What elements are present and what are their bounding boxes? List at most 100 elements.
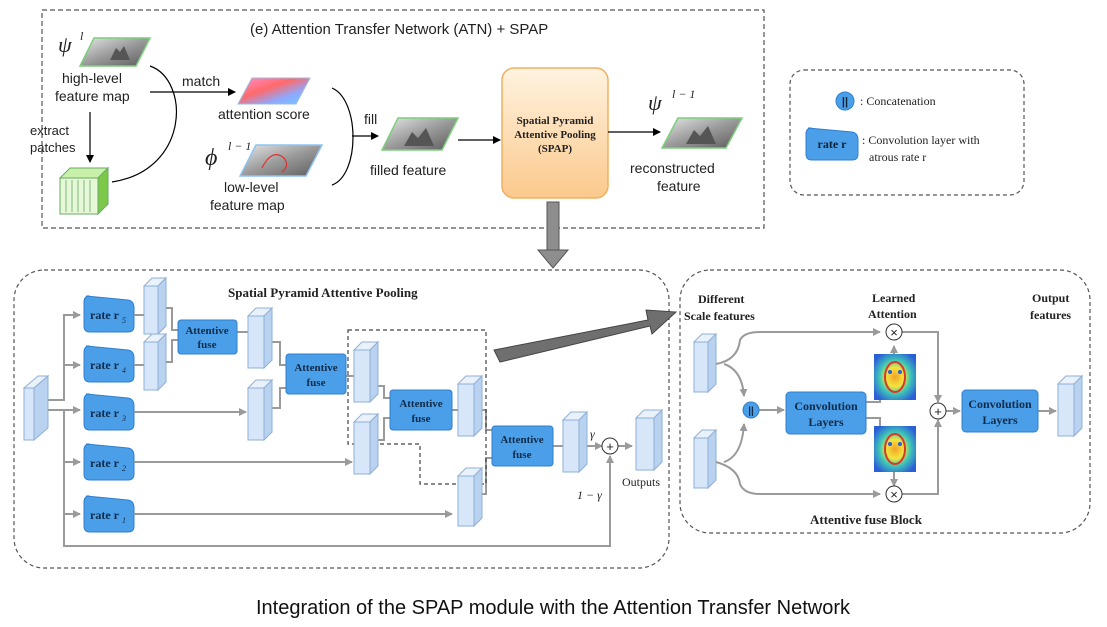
spap-module-box[interactable] bbox=[501, 67, 609, 199]
extract-label-2: patches bbox=[30, 140, 76, 155]
attentive-fuse-4[interactable]: Attentive fuse bbox=[491, 425, 554, 467]
attention-heatmap-bottom bbox=[874, 426, 916, 472]
attention-heatmap-top bbox=[874, 354, 916, 400]
fuse-block-title: Attentive fuse Block bbox=[810, 512, 923, 527]
low-level-feature-image bbox=[238, 144, 324, 177]
bracket-curve bbox=[111, 65, 177, 183]
conv1-line2: Layers bbox=[808, 415, 844, 429]
reconstructed-label-1: reconstructed bbox=[630, 160, 715, 176]
fuse-add-node bbox=[929, 402, 947, 420]
conv2-line2: Layers bbox=[982, 413, 1018, 427]
legend-concat-symbol: || bbox=[842, 96, 848, 108]
legend-rate-label: rate r bbox=[818, 137, 848, 151]
rate-box-r2[interactable]: rate r 2 bbox=[83, 443, 135, 481]
fuse-block-panel bbox=[679, 269, 1091, 534]
feature-r4 bbox=[142, 332, 168, 392]
rate-box-r5[interactable]: rate r 5 bbox=[83, 295, 135, 333]
fuse-conv-layers-1[interactable]: Convolution Layers bbox=[785, 391, 867, 435]
attention-score-image bbox=[237, 77, 311, 105]
fuse-conv-layers-2[interactable]: Convolution Layers bbox=[961, 389, 1039, 433]
spap-input-feature bbox=[22, 374, 50, 442]
fuse4-line1: Attentive bbox=[500, 434, 543, 446]
sum-node bbox=[601, 437, 619, 455]
different-label-1: Different bbox=[698, 292, 744, 306]
fuse-highlight-region bbox=[347, 329, 487, 485]
spap-expand-arrow bbox=[536, 201, 570, 269]
feature-fuse2-out bbox=[352, 340, 380, 404]
filled-feature-label: filled feature bbox=[370, 162, 446, 178]
rate-r3-label: rate r bbox=[90, 406, 120, 420]
high-level-label-1: high-level bbox=[62, 70, 122, 86]
rate-r3-sub: 3 bbox=[121, 414, 126, 423]
feature-fuse1-out bbox=[246, 306, 274, 370]
legend-concat-icon bbox=[835, 91, 855, 111]
multiply-node-top bbox=[885, 323, 903, 341]
fuse-input-feature-bottom bbox=[692, 428, 718, 490]
attentive-fuse-1[interactable]: Attentive fuse bbox=[177, 319, 238, 355]
fuse-output-feature bbox=[1056, 374, 1084, 438]
rate-r4-label: rate r bbox=[90, 358, 120, 372]
high-level-feature-image bbox=[78, 37, 152, 67]
psi-l-superscript: l bbox=[80, 29, 84, 43]
patches-block bbox=[58, 166, 110, 216]
feature-r3 bbox=[246, 378, 274, 442]
reconstructed-label-2: feature bbox=[657, 178, 701, 194]
output-features-label-1: Output bbox=[1032, 291, 1069, 305]
rate-box-r4[interactable]: rate r 4 bbox=[83, 345, 135, 383]
low-level-label-2: feature map bbox=[210, 197, 285, 213]
attention-score-label: attention score bbox=[218, 106, 310, 122]
multiply-node-bottom bbox=[885, 485, 903, 503]
feature-r5 bbox=[142, 276, 168, 336]
fuse2-line1: Attentive bbox=[294, 362, 337, 374]
output-features-label-2: features bbox=[1030, 308, 1071, 322]
psi-l-symbol: ψ bbox=[58, 32, 72, 57]
rate-r1-label: rate r bbox=[90, 508, 120, 522]
psi-out-superscript: l − 1 bbox=[672, 87, 695, 101]
outputs-label: Outputs bbox=[622, 475, 660, 489]
rate-box-r1[interactable]: rate r 1 bbox=[83, 495, 135, 533]
one-minus-gamma-label: 1 − γ bbox=[577, 488, 602, 502]
rate-r4-sub: 4 bbox=[122, 366, 126, 375]
attentive-fuse-2[interactable]: Attentive fuse bbox=[285, 353, 347, 395]
conv1-line1: Convolution bbox=[794, 399, 858, 413]
spap-box-line2: Attentive Pooling bbox=[514, 129, 596, 141]
rate-box-r3[interactable]: rate r 3 bbox=[83, 393, 135, 431]
rate-r1-sub: 1 bbox=[122, 516, 126, 525]
legend-panel bbox=[789, 69, 1025, 196]
spap-panel-title: Spatial Pyramid Attentive Pooling bbox=[228, 285, 418, 300]
spap-output-feature bbox=[634, 408, 664, 472]
sum-symbol: + bbox=[606, 439, 614, 454]
multiply-top-symbol: × bbox=[890, 325, 898, 340]
fill-curve bbox=[331, 87, 354, 186]
spap-panel bbox=[13, 269, 670, 569]
legend-rate-icon bbox=[805, 127, 859, 161]
spap-branch-lines bbox=[48, 311, 614, 547]
fuse3-line1: Attentive bbox=[399, 398, 442, 410]
filled-feature-image bbox=[380, 117, 460, 151]
feature-r2 bbox=[352, 412, 380, 476]
extract-label-1: extract bbox=[30, 123, 69, 138]
learned-label-2: Attention bbox=[868, 307, 917, 321]
low-level-label-1: low-level bbox=[224, 179, 278, 195]
rate-r5-label: rate r bbox=[90, 308, 120, 322]
feature-fuse4-out bbox=[561, 410, 589, 474]
spap-box-line3: (SPAP) bbox=[538, 143, 572, 155]
fuse2-line2: fuse bbox=[307, 377, 326, 389]
atn-panel bbox=[41, 9, 765, 229]
atn-title: (e) Attention Transfer Network (ATN) + S… bbox=[250, 21, 548, 38]
legend-conv-line1: : Convolution layer with bbox=[862, 133, 980, 147]
rate-r2-sub: 2 bbox=[122, 464, 126, 473]
fill-label: fill bbox=[364, 111, 377, 127]
conv2-line1: Convolution bbox=[968, 397, 1032, 411]
fuse-block-lines bbox=[715, 328, 1057, 498]
high-level-label-2: feature map bbox=[55, 88, 130, 104]
multiply-bottom-symbol: × bbox=[890, 487, 898, 502]
learned-label-1: Learned bbox=[872, 291, 916, 305]
rate-r2-label: rate r bbox=[90, 456, 120, 470]
attentive-fuse-3[interactable]: Attentive fuse bbox=[389, 389, 453, 431]
gamma-label: γ bbox=[590, 427, 595, 441]
zoom-arrow bbox=[493, 309, 678, 363]
phi-symbol: ϕ bbox=[205, 145, 217, 171]
phi-superscript: l − 1 bbox=[228, 139, 251, 153]
